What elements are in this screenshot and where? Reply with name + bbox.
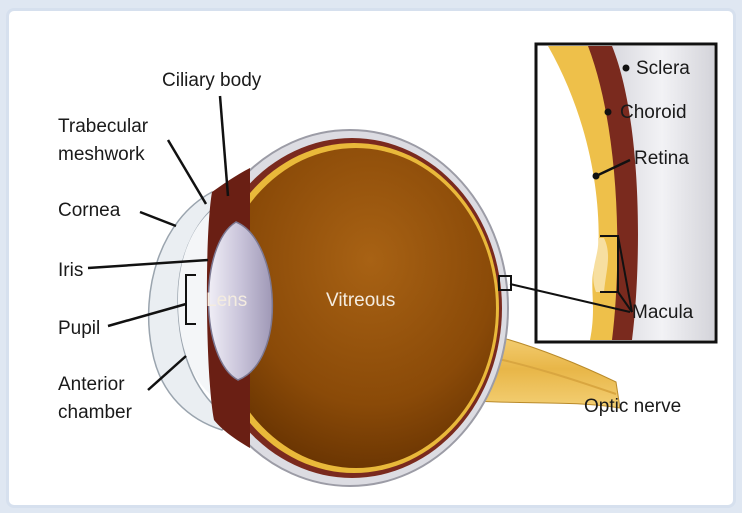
label-trabecular-2: meshwork (58, 144, 145, 165)
label-retina: Retina (634, 148, 689, 169)
label-anterior-1: Anterior (58, 374, 125, 395)
label-sclera: Sclera (636, 58, 690, 79)
label-lens: Lens (206, 290, 247, 311)
label-choroid: Choroid (620, 102, 687, 123)
label-optic-nerve: Optic nerve (584, 396, 681, 417)
label-macula: Macula (632, 302, 694, 323)
label-pupil: Pupil (58, 318, 100, 339)
label-trabecular-1: Trabecular (58, 116, 149, 137)
label-vitreous: Vitreous (326, 290, 395, 311)
ciliary-pointer (220, 96, 228, 196)
choroid-dot (605, 109, 612, 116)
sclera-dot (623, 65, 630, 72)
label-cornea: Cornea (58, 200, 121, 221)
cornea-pointer (140, 212, 176, 226)
label-ciliary-body: Ciliary body (162, 70, 262, 91)
trabecular-pointer (168, 140, 206, 204)
label-anterior-2: chamber (58, 402, 133, 423)
label-iris: Iris (58, 260, 83, 281)
retina-dot (593, 173, 600, 180)
